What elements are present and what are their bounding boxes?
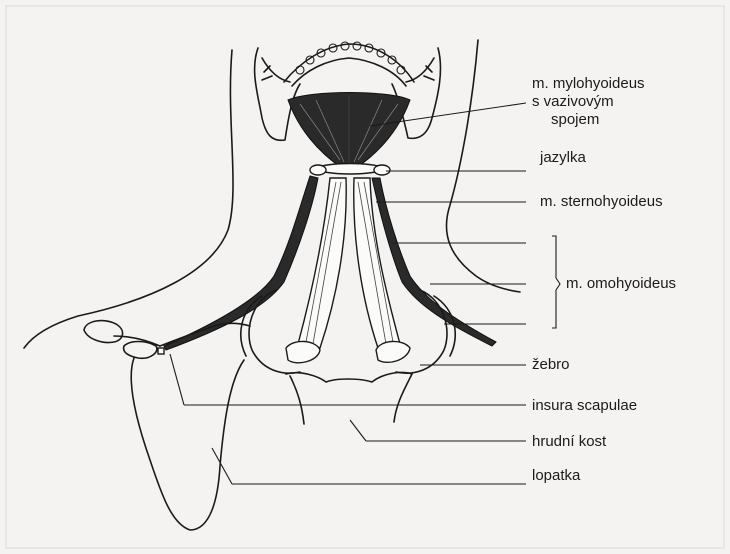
label-sternohyoideus: m. sternohyoideus xyxy=(540,193,663,210)
label-jazylka: jazylka xyxy=(539,149,587,166)
label-zebro: žebro xyxy=(532,356,570,373)
label-insura-scapulae: insura scapulae xyxy=(532,397,637,414)
label-mylohyoideus-line2: s vazivovým xyxy=(532,93,614,110)
clavicle-right-end xyxy=(376,341,410,362)
omohyoideus-bracket xyxy=(552,236,560,328)
mylohyoid-muscle xyxy=(288,93,410,169)
clavicle-left-end xyxy=(286,341,320,362)
label-hrudni-kost: hrudní kost xyxy=(532,433,607,450)
sternohyoid-right xyxy=(354,178,400,348)
scapula-left xyxy=(84,321,250,530)
hyoid-bone xyxy=(310,164,390,176)
label-mylohyoideus-line1: m. mylohyoideus xyxy=(532,75,645,92)
neck-left-outline xyxy=(24,50,233,348)
neck-right-outline xyxy=(446,40,520,292)
label-mylohyoideus-line3: spojem xyxy=(551,111,599,128)
sternum xyxy=(286,372,412,424)
label-omohyoideus: m. omohyoideus xyxy=(566,275,676,292)
label-lopatka: lopatka xyxy=(532,467,581,484)
